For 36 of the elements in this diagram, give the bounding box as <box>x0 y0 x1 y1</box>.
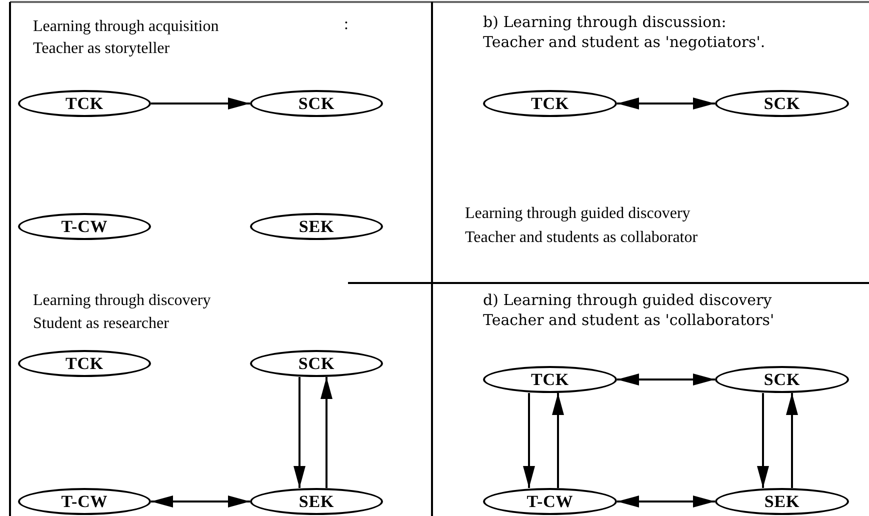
panel-caption: : <box>344 15 348 35</box>
panel-caption: Teacher as storyteller <box>33 39 170 59</box>
arrow <box>617 496 715 508</box>
node-label: T-CW <box>61 493 108 510</box>
panel-heading: Teacher and student as 'collaborators' <box>483 310 774 330</box>
node-label: SCK <box>298 355 335 372</box>
panel-caption: Teacher and students as collaborator <box>465 228 698 248</box>
node-label: SCK <box>764 95 800 112</box>
node-label: SEK <box>298 493 334 510</box>
arrow <box>320 377 332 488</box>
arrow <box>552 393 564 488</box>
node-label: TCK <box>530 371 570 388</box>
panel-caption: Learning through acquisition <box>33 17 219 37</box>
arrow <box>523 393 535 488</box>
panel-caption: Learning through discovery <box>33 291 211 311</box>
panel-caption: Learning through guided discovery <box>465 204 690 224</box>
node-label: SEK <box>298 218 334 235</box>
panel-heading: d) Learning through guided discovery <box>483 290 772 310</box>
arrow <box>617 98 715 110</box>
panel-heading: b) Learning through discussion: <box>483 12 726 32</box>
node-label: SCK <box>764 371 800 388</box>
node-label: T-CW <box>61 218 108 235</box>
node-label: SCK <box>298 95 335 112</box>
panel-heading: Teacher and student as 'negotiators'. <box>483 32 766 52</box>
node-label: TCK <box>530 95 570 112</box>
arrow <box>151 496 250 508</box>
node-label: SEK <box>764 493 800 510</box>
node-label: TCK <box>65 355 104 372</box>
arrow <box>757 393 769 488</box>
node-label: T-CW <box>526 493 574 510</box>
arrow <box>151 98 250 110</box>
arrow <box>786 393 798 488</box>
node-label: TCK <box>65 95 104 112</box>
panel-caption: Student as researcher <box>33 314 169 334</box>
arrow <box>294 377 306 488</box>
arrow <box>617 374 715 386</box>
